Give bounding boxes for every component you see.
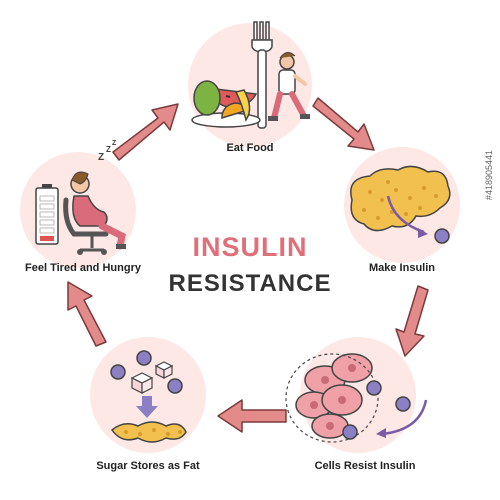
- title-line-1: INSULIN: [192, 232, 308, 262]
- arrow-insulin-to-cells: [395, 285, 429, 357]
- step-label-sugar-stores-as-fat: Sugar Stores as Fat: [96, 460, 200, 472]
- cycle-arrows: [67, 97, 429, 433]
- svg-text:Z: Z: [106, 145, 111, 154]
- image-credit: #418905441: [484, 150, 494, 201]
- fat-storage-icon: [110, 350, 187, 443]
- arrow-tired-to-eat: [112, 103, 179, 161]
- arrow-fat-to-tired: [67, 281, 107, 347]
- svg-text:Z: Z: [112, 140, 117, 147]
- cells-icon: [285, 353, 428, 443]
- step-label-eat-food: Eat Food: [226, 142, 274, 154]
- step-label-feel-tired-and-hungry: Feel Tired and Hungry: [25, 262, 141, 274]
- step-label-cells-resist-insulin: Cells Resist Insulin: [314, 460, 416, 472]
- arrow-cells-to-fat: [217, 399, 287, 433]
- step-label-make-insulin: Make Insulin: [368, 262, 436, 274]
- arrow-eat-to-insulin: [312, 97, 375, 151]
- food-plate-fork-icon: [191, 21, 310, 129]
- tired-person-icon: Z Z Z: [35, 140, 126, 255]
- svg-text:Z: Z: [98, 152, 104, 163]
- pancreas-icon: [350, 165, 451, 244]
- title-line-2: RESISTANCE: [168, 270, 332, 297]
